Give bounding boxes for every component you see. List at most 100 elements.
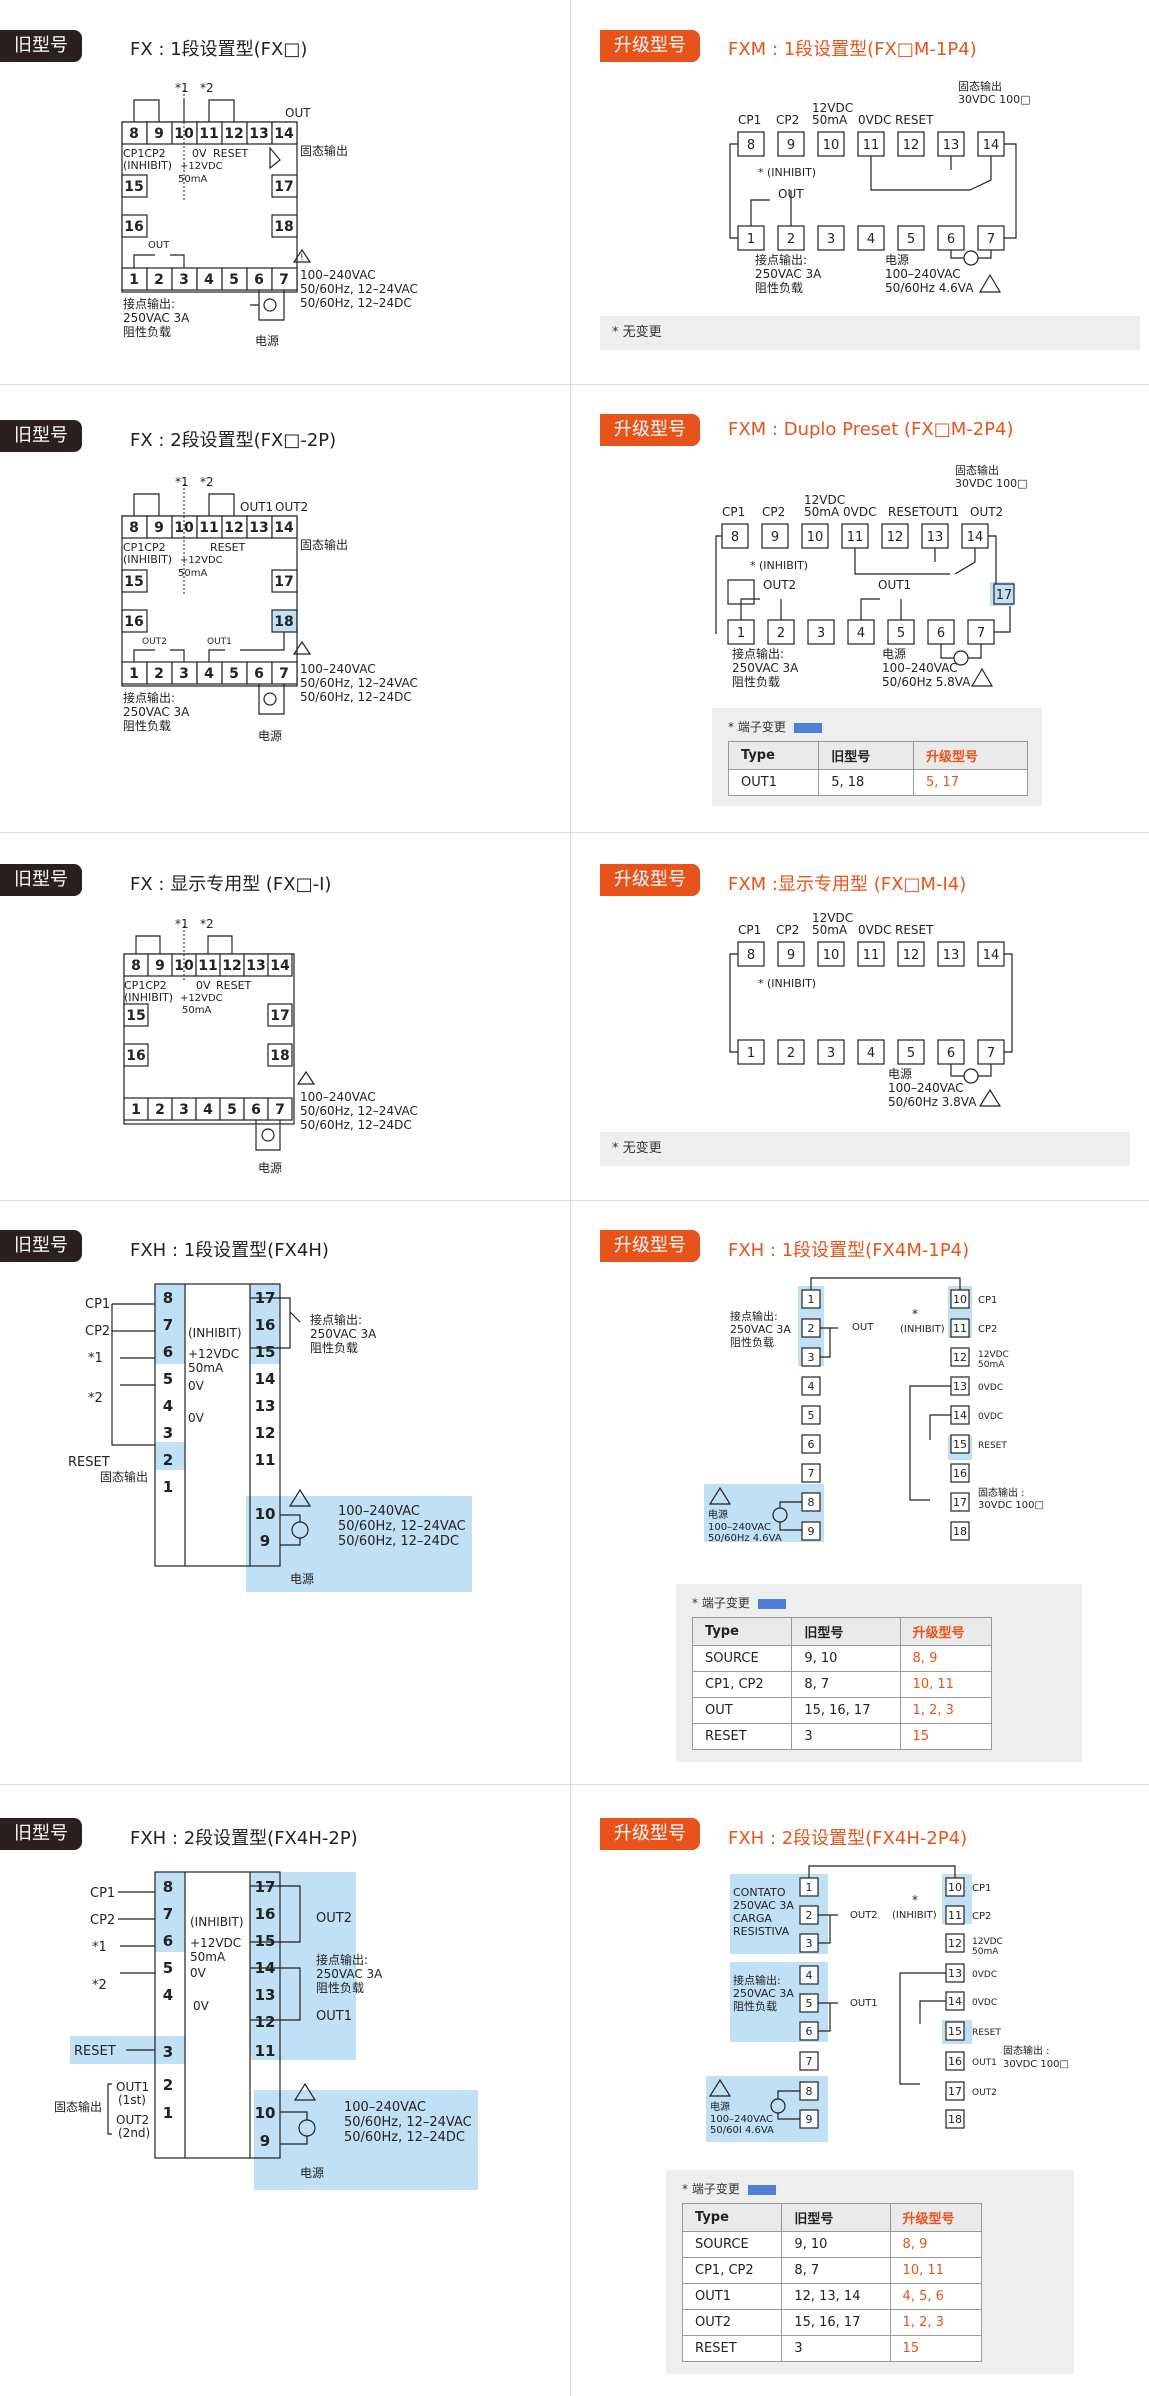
psu1-label: 100–240VAC [708,1522,771,1533]
v0-label: 0V [190,1966,207,1980]
new-model-badge: 升级型号 [600,864,700,896]
psu2-label: 50/60Ⅰ 4.6VA [710,2125,774,2136]
ma-label: 50mA [188,1361,224,1375]
table-cell: 15, 16, 17 [791,1697,901,1724]
load-label: 阻性负载 [732,675,780,689]
table-cell: CP1, CP2 [691,1671,793,1698]
cp2-label: CP2 [972,1911,991,1922]
svg-text:3: 3 [163,2043,173,2061]
ma-label: 50mA [972,1947,999,1957]
svg-text:2: 2 [777,626,785,641]
svg-text:6: 6 [254,666,264,682]
svg-text:2: 2 [808,1322,815,1335]
svg-text:17: 17 [996,588,1013,603]
power-label: 电源 [888,1067,912,1081]
svg-text:10: 10 [255,1505,276,1523]
svg-text:3: 3 [179,272,189,288]
table-cell: SOURCE [681,2231,783,2258]
svg-text:11: 11 [863,948,880,963]
svg-text:14: 14 [270,958,290,974]
out-label: OUT [852,1322,874,1333]
inner-out-label: OUT [148,240,170,251]
table-header: 升级型号 [912,741,1029,770]
power-label: 电源 [882,647,906,661]
svg-text:17: 17 [270,1008,289,1024]
svg-text:5: 5 [227,1102,237,1118]
table-cell: 3 [781,2335,891,2362]
out-label: OUT [285,106,311,120]
terminal-change-title: * 端子变更 [682,2180,1058,2197]
cp2-label: CP2 [762,505,785,519]
svg-text:14: 14 [274,126,294,142]
ma-label: 50mA [178,568,207,579]
svg-text:*1: *1 [175,81,189,95]
cp2-label: CP2 [85,1324,110,1339]
rating-label: 250VAC 3A [123,705,190,719]
svg-text:4: 4 [808,1380,815,1393]
new-wiring-diagram: 8 9 10 11 12 13 14 17 CP1 CP2 12VDC 50mA… [715,463,1028,634]
svg-text:11: 11 [847,530,864,545]
ma-label: 50mA [178,174,207,185]
svg-text:12: 12 [224,126,243,142]
svg-text:6: 6 [937,626,945,641]
new-model-badge: 升级型号 [600,1230,700,1262]
new-model-badge: 升级型号 [600,1818,700,1850]
new-wiring-diagram: 1 2 3 4 5 6 7 8 9 10 11 12 13 14 15 16 接… [704,1277,1009,1544]
svg-text:8: 8 [808,1496,815,1509]
old-model-badge: 旧型号 [0,1818,82,1850]
old-wiring-diagram: 8 9 10 11 12 13 14 15 17 16 18 1 2 3 4 5… [121,475,418,743]
svg-text:6: 6 [808,1438,815,1451]
rating-label: 250VAC 3A [730,1323,791,1336]
svg-text:!: ! [300,253,304,263]
svg-text:16: 16 [124,614,143,630]
svg-text:2: 2 [787,1046,795,1061]
svg-text:1: 1 [129,272,139,288]
v0-label: 0VDC [843,505,876,519]
svg-text:13: 13 [249,126,268,142]
svg-text:18: 18 [274,219,293,235]
ssr-out2-label: OUT2 [116,2113,149,2127]
svg-text:8: 8 [163,1289,173,1307]
svg-text:1: 1 [163,1478,173,1496]
v12-label: 12VDC [812,101,853,115]
ssr-out2-label: OUT2 [972,2088,997,2098]
ssr-label: 固态输出 [54,2099,102,2114]
svg-text:7: 7 [163,1905,173,1923]
cp1-label: CP1 [738,923,761,937]
old-model-title: FXH : 1段设置型(FX4H) [130,1240,329,1261]
old-wiring-diagram: 8 9 10 11 12 13 14 15 17 16 18 1 2 3 4 5… [123,917,418,1175]
power-label: 电源 [710,2100,730,2113]
svg-text:2: 2 [806,1909,813,1922]
table-cell: 15 [889,2335,983,2362]
new-model-title: FXM :显示专用型 (FX□M-I4) [728,874,967,895]
svg-text:12: 12 [903,138,920,153]
ma-label: 50mA [978,1360,1005,1370]
contact-label: 接点输出: [755,252,807,267]
contact-label: 接点输出: [123,296,175,311]
power-label: 电源 [258,1161,282,1175]
svg-text:15: 15 [255,1932,276,1950]
table-cell: OUT1 [681,2283,783,2310]
svg-text:2: 2 [163,1451,173,1469]
star-label: * [912,1307,918,1321]
reset-label: RESET [210,541,246,554]
svg-text:6: 6 [163,1343,173,1361]
old-model-title: FXH : 2段设置型(FX4H-2P) [130,1828,358,1849]
ma-label: 50mA [812,113,848,127]
power-spec: 100–240VAC 50/60Hz, 12–24VAC 50/60Hz, 12… [300,268,418,310]
cp2-label: CP2 [776,923,799,937]
power-spec: 100–240VAC 50/60Hz, 12–24VAC 50/60Hz, 12… [300,1090,418,1132]
svg-text:5: 5 [229,666,239,682]
power-label: 电源 [258,729,282,743]
ssr-label: 固态输出 [300,143,348,158]
svg-text:16: 16 [953,1467,967,1480]
svg-text:18: 18 [953,1525,967,1538]
cp1-label: CP1 [972,1883,991,1894]
v0-label: 0V [196,979,211,992]
ssr-label: 固态输出 [100,1469,148,1484]
